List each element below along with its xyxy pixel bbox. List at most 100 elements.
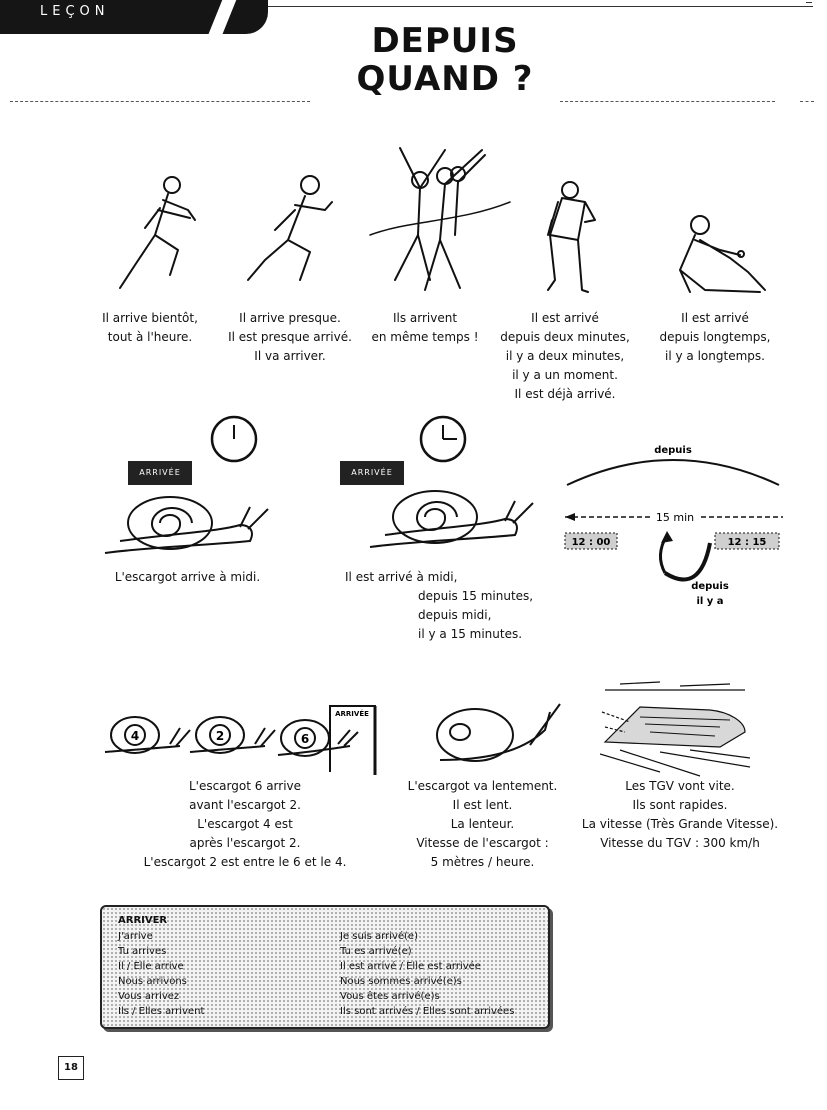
caption-line: depuis 15 minutes, bbox=[418, 589, 534, 603]
race-caption: L'escargot 6 arrive avant l'escargot 2. … bbox=[140, 777, 350, 872]
conjugation-line: Nous arrivons bbox=[118, 976, 187, 987]
caption-line: Il est arrivé bbox=[531, 311, 599, 325]
sprinting-man-icon bbox=[247, 175, 333, 281]
timeline-duration-label: 15 min bbox=[656, 511, 694, 524]
snail-icon bbox=[189, 716, 276, 754]
arrival-sign-2: ARRIVÉE bbox=[340, 461, 404, 485]
caption-line: en même temps ! bbox=[371, 330, 479, 344]
runner-caption-5: Il est arrivé depuis longtemps, il y a l… bbox=[645, 309, 785, 366]
title-rule-right bbox=[560, 101, 775, 102]
conjugation-line: Je suis arrivé(e) bbox=[340, 931, 418, 942]
sitting-runner-icon bbox=[679, 215, 766, 293]
tgv-caption: Les TGV vont vite. Ils sont rapides. La … bbox=[580, 777, 780, 853]
snail-icon bbox=[277, 719, 359, 757]
snail-at-noon-illustration bbox=[104, 415, 269, 554]
caption-line: Les TGV vont vite. bbox=[625, 779, 735, 793]
caption-line: il y a un moment. bbox=[512, 368, 618, 382]
conjugation-line: Ils sont arrivés / Elles sont arrivées bbox=[340, 1006, 515, 1017]
caption-line: L'escargot 4 est bbox=[197, 817, 293, 831]
runners-finish-line-icon bbox=[369, 147, 511, 291]
title-rule-left bbox=[10, 101, 310, 102]
past-tense-column: Je suis arrivé(e) Tu es arrivé(e) Il est… bbox=[340, 929, 514, 1019]
header-rule bbox=[268, 6, 813, 7]
page-title-line2: QUAND ? bbox=[356, 59, 534, 99]
caption-line: Il est presque arrivé. bbox=[228, 330, 352, 344]
caption-line: Il est arrivé bbox=[681, 311, 749, 325]
snail-race-illustration: 4 2 6 ARRIVÉE bbox=[104, 705, 377, 775]
slow-caption: L'escargot va lentement. Il est lent. La… bbox=[400, 777, 565, 872]
timeline-top-label: depuis bbox=[654, 445, 692, 456]
timeline-bottom-label-2: il y a bbox=[696, 596, 723, 607]
caption-line: L'escargot va lentement. bbox=[407, 779, 558, 793]
caption-line: Ils sont rapides. bbox=[632, 798, 728, 812]
caption-line: tout à l'heure. bbox=[107, 330, 193, 344]
snail-caption-1: L'escargot arrive à midi. bbox=[114, 570, 261, 584]
verb-conjugation-box: ARRIVER J'arrive Tu arrives Il / Elle ar… bbox=[100, 905, 550, 1029]
caption-line: L'escargot 2 est entre le 6 et le 4. bbox=[143, 855, 347, 869]
clock-icon bbox=[419, 415, 467, 463]
header-rule-tick bbox=[806, 2, 812, 11]
snail-icon bbox=[104, 496, 269, 554]
snail-caption-2: Il est arrivé à midi, depuis 15 minutes,… bbox=[345, 568, 545, 644]
caption-line: Ils arrivent bbox=[392, 311, 458, 325]
conjugation-line: Tu arrives bbox=[118, 946, 167, 957]
caption-line: Vitesse du TGV : 300 km/h bbox=[600, 836, 760, 850]
snail-icon bbox=[104, 716, 191, 754]
caption-line: il y a 15 minutes. bbox=[418, 627, 523, 641]
snail-number: 6 bbox=[301, 732, 309, 746]
caption-line: Il arrive bientôt, bbox=[102, 311, 198, 325]
tired-runner-icon bbox=[547, 181, 596, 293]
page-title-line1: DEPUIS bbox=[371, 21, 519, 61]
conjugation-line: Il / Elle arrive bbox=[118, 961, 184, 972]
runner-caption-1: Il arrive bientôt, tout à l'heure. bbox=[95, 309, 205, 347]
conjugation-line: Vous arrivez bbox=[118, 991, 180, 1002]
runners-illustration bbox=[119, 147, 766, 293]
snail-icon bbox=[369, 490, 534, 548]
timeline-diagram: depuis 15 min 12 : 00 12 : 15 depuis il … bbox=[564, 445, 783, 607]
caption-line: Vitesse de l'escargot : bbox=[416, 836, 549, 850]
caption-line: Il est déjà arrivé. bbox=[514, 387, 616, 401]
snail-arrived-illustration bbox=[369, 415, 534, 548]
runner-caption-2: Il arrive presque. Il est presque arrivé… bbox=[215, 309, 365, 366]
timeline-end-time: 12 : 15 bbox=[728, 537, 767, 548]
caption-line: avant l'escargot 2. bbox=[189, 798, 301, 812]
conjugation-line: Vous êtes arrivé(e)s bbox=[340, 991, 440, 1002]
caption-line: Il est arrivé à midi, bbox=[345, 570, 458, 584]
caption-line: il y a deux minutes, bbox=[505, 349, 625, 363]
caption-line: il y a longtemps. bbox=[665, 349, 765, 363]
timeline-bottom-label-1: depuis bbox=[691, 581, 729, 592]
timeline-start-time: 12 : 00 bbox=[572, 537, 611, 548]
running-man-icon bbox=[119, 176, 196, 289]
caption-line: depuis midi, bbox=[418, 608, 492, 622]
lesson-label: LEÇON bbox=[40, 4, 110, 19]
finish-label: ARRIVÉE bbox=[335, 709, 369, 718]
conjugation-line: Nous sommes arrivé(e)s bbox=[340, 976, 462, 987]
conjugation-line: Il est arrivé / Elle est arrivée bbox=[340, 961, 481, 972]
caption-line: La lenteur. bbox=[450, 817, 515, 831]
caption-line: La vitesse (Très Grande Vitesse). bbox=[581, 817, 779, 831]
caption-line: Il arrive presque. bbox=[239, 311, 341, 325]
caption-line: depuis deux minutes, bbox=[500, 330, 630, 344]
snail-number: 2 bbox=[216, 729, 224, 743]
caption-line: L'escargot 6 arrive bbox=[188, 779, 302, 793]
title-rule-tick bbox=[800, 101, 814, 102]
caption-line: 5 mètres / heure. bbox=[430, 855, 535, 869]
runner-caption-3: Ils arrivent en même temps ! bbox=[362, 309, 488, 347]
runner-caption-4: Il est arrivé depuis deux minutes, il y … bbox=[490, 309, 640, 404]
arrival-sign-1: ARRIVÉE bbox=[128, 461, 192, 485]
snail-icon bbox=[436, 703, 561, 762]
caption-line: après l'escargot 2. bbox=[189, 836, 301, 850]
page-number: 18 bbox=[58, 1056, 84, 1080]
caption-line: depuis longtemps, bbox=[659, 330, 771, 344]
snail-number: 4 bbox=[131, 729, 139, 743]
conjugation-line: J'arrive bbox=[118, 931, 153, 942]
present-tense-column: J'arrive Tu arrives Il / Elle arrive Nou… bbox=[118, 929, 204, 1019]
clock-icon bbox=[210, 415, 258, 463]
caption-line: Il est lent. bbox=[452, 798, 513, 812]
conjugation-line: Ils / Elles arrivent bbox=[118, 1006, 205, 1017]
caption-line: Il va arriver. bbox=[254, 349, 326, 363]
conjugation-line: Tu es arrivé(e) bbox=[340, 946, 412, 957]
tgv-train-illustration bbox=[600, 681, 750, 777]
verb-heading: ARRIVER bbox=[118, 915, 168, 926]
slow-snail-illustration bbox=[436, 703, 561, 762]
